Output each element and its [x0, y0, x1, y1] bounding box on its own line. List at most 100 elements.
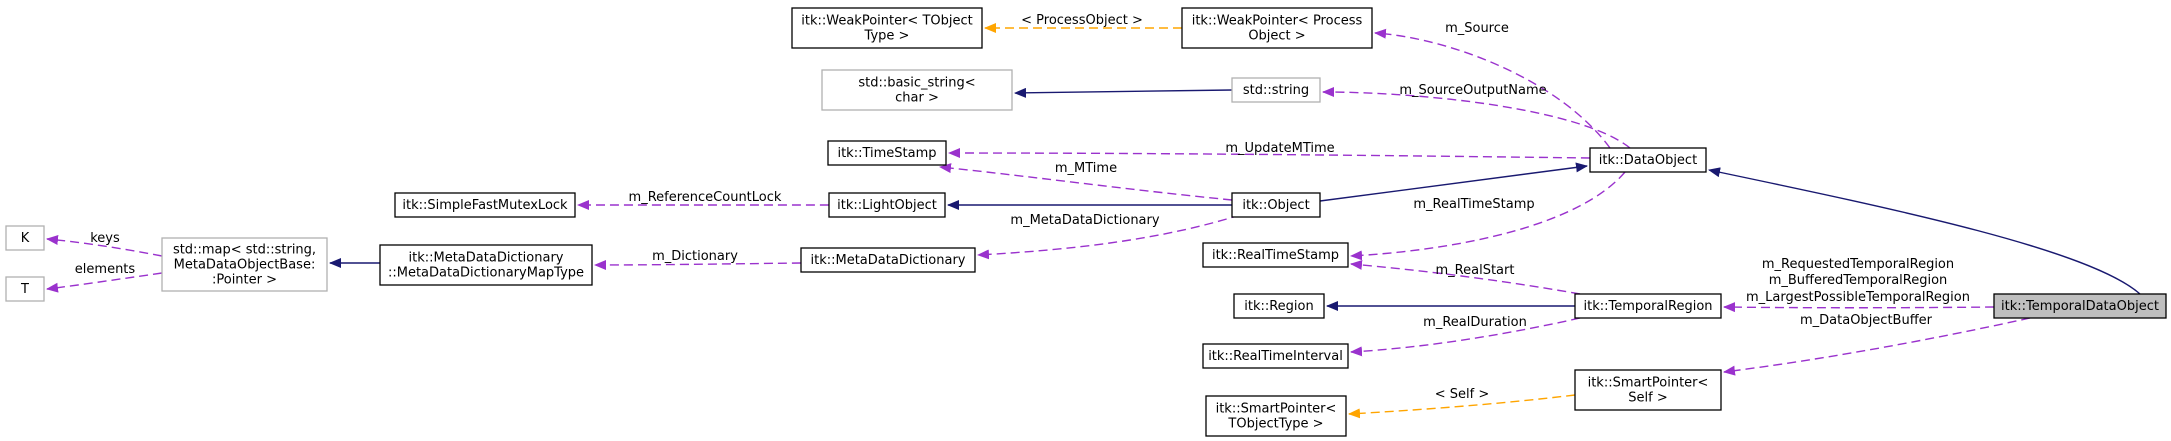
node-label: itk::TimeStamp — [837, 146, 936, 161]
node-label: MetaDataObjectBase: — [174, 258, 316, 273]
node-simplefastmutexlock[interactable]: itk::SimpleFastMutexLock — [394, 192, 576, 218]
node-t[interactable]: T — [5, 276, 45, 302]
node-box[interactable] — [1231, 192, 1321, 218]
node-box[interactable] — [1231, 77, 1321, 103]
node-std-map[interactable]: std::map< std::string,MetaDataObjectBase… — [161, 237, 328, 292]
node-box[interactable] — [1202, 343, 1349, 369]
edge-label: < Self > — [1435, 387, 1490, 402]
node-label: itk::TemporalDataObject — [2001, 299, 2159, 314]
edge-m-updatemtime-line — [948, 148, 1591, 159]
node-label: itk::MetaDataDictionary — [811, 253, 966, 268]
node-box[interactable] — [828, 192, 946, 218]
node-label: :Pointer > — [212, 273, 277, 288]
edge-keys-line — [46, 235, 163, 257]
edge-m-mtime-line — [939, 163, 1233, 201]
node-label: itk::Region — [1244, 299, 1314, 314]
node-label: itk::MetaDataDictionary — [409, 251, 564, 266]
edge-basic-string-line — [1014, 87, 1233, 98]
edge-label: elements — [75, 262, 136, 277]
node-weakptr-tobject[interactable]: itk::WeakPointer< TObjectType > — [791, 7, 983, 49]
edge-label: m_Dictionary — [652, 249, 738, 264]
edge-m-sourceoutputname: m_SourceOutputName — [1322, 83, 1631, 149]
node-box[interactable] — [827, 140, 947, 166]
node-smartptr-tobjecttype[interactable]: itk::SmartPointer<TObjectType > — [1205, 395, 1347, 437]
edge-label: m_Source — [1445, 21, 1509, 36]
node-label: itk::SmartPointer< — [1216, 402, 1337, 417]
edge-processobject: < ProcessObject > — [984, 13, 1182, 33]
node-realtimestamp[interactable]: itk::RealTimeStamp — [1202, 242, 1349, 268]
node-box[interactable] — [379, 244, 593, 286]
node-label: itk::WeakPointer< TObject — [801, 14, 973, 29]
node-box[interactable] — [5, 276, 45, 302]
node-box[interactable] — [821, 69, 1013, 111]
node-label: TObjectType > — [1227, 417, 1323, 432]
edge-object-dataobject — [1319, 162, 1588, 202]
edge-m-mtime: m_MTime — [939, 161, 1233, 201]
node-box[interactable] — [1589, 147, 1707, 173]
node-smartptr-self[interactable]: itk::SmartPointer<Self > — [1574, 369, 1722, 411]
node-k[interactable]: K — [5, 225, 45, 251]
edge-m-metadatadictionary: m_MetaDataDictionary — [977, 213, 1241, 260]
edge-elements-line — [46, 272, 163, 293]
node-temporaldataobject[interactable]: itk::TemporalDataObject — [1993, 293, 2167, 319]
node-lightobject[interactable]: itk::LightObject — [828, 192, 946, 218]
node-label: itk::RealTimeInterval — [1208, 349, 1343, 364]
node-label: itk::Object — [1242, 198, 1309, 213]
node-region[interactable]: itk::Region — [1233, 293, 1325, 319]
node-metadatadictionary-maptype[interactable]: itk::MetaDataDictionary::MetaDataDiction… — [379, 244, 593, 286]
node-box[interactable] — [1205, 395, 1347, 437]
edge-m-realstart: m_RealStart — [1350, 259, 1581, 295]
edge-label: m_LargestPossibleTemporalRegion — [1746, 290, 1970, 305]
node-box[interactable] — [1574, 293, 1722, 319]
node-label: itk::SimpleFastMutexLock — [402, 198, 568, 213]
edge-label: m_MTime — [1055, 161, 1117, 176]
node-box[interactable] — [394, 192, 576, 218]
node-dataobject[interactable]: itk::DataObject — [1589, 147, 1707, 173]
edge-m-realduration-line — [1350, 317, 1581, 357]
edge-dataobject-temporaldataobject-line — [1708, 167, 2141, 295]
node-object[interactable]: itk::Object — [1231, 192, 1321, 218]
edge-dataobject-temporaldataobject — [1708, 167, 2141, 295]
node-weakptr-processobject[interactable]: itk::WeakPointer< ProcessObject > — [1181, 7, 1373, 49]
edge-elements: elements — [46, 262, 163, 293]
edge-m-realstart-line — [1350, 259, 1581, 295]
edge-m-dictionary-line — [594, 259, 802, 270]
edge-m-realduration: m_RealDuration — [1350, 315, 1581, 357]
edge-self: < Self > — [1348, 387, 1576, 419]
node-box[interactable] — [1202, 242, 1349, 268]
node-label: ::MetaDataDictionaryMapType — [388, 266, 584, 281]
edge-label: m_SourceOutputName — [1399, 83, 1546, 98]
node-basic-string[interactable]: std::basic_string<char > — [821, 69, 1013, 111]
edge-basic-string — [1014, 87, 1233, 98]
edge-m-metadatadictionary-line — [977, 214, 1241, 260]
node-label: itk::TemporalRegion — [1583, 299, 1712, 314]
edge-m-dictionary: m_Dictionary — [594, 249, 802, 270]
node-box[interactable] — [5, 225, 45, 251]
node-label: Object > — [1248, 29, 1305, 44]
edge-label: keys — [90, 231, 120, 246]
node-timestamp[interactable]: itk::TimeStamp — [827, 140, 947, 166]
edge-label: m_RealTimeStamp — [1413, 197, 1534, 212]
node-label: std::basic_string< — [858, 76, 975, 91]
node-temporalregion[interactable]: itk::TemporalRegion — [1574, 293, 1722, 319]
node-box[interactable] — [1574, 369, 1722, 411]
node-realtimeinterval[interactable]: itk::RealTimeInterval — [1202, 343, 1349, 369]
node-metadatadictionary[interactable]: itk::MetaDataDictionary — [800, 247, 976, 273]
node-box[interactable] — [791, 7, 983, 49]
node-box[interactable] — [1993, 293, 2167, 319]
node-box[interactable] — [1233, 293, 1325, 319]
edge-label: < ProcessObject > — [1021, 13, 1143, 28]
edge-m-dataobjectbuffer: m_DataObjectBuffer — [1723, 313, 2031, 376]
node-box[interactable] — [800, 247, 976, 273]
edge-m-realtimestamp-line — [1350, 171, 1626, 261]
node-std-string[interactable]: std::string — [1231, 77, 1321, 103]
edge-label: m_RequestedTemporalRegion — [1762, 257, 1954, 272]
node-label: itk::RealTimeStamp — [1212, 248, 1339, 263]
node-box[interactable] — [1181, 7, 1373, 49]
edge-label: m_RealStart — [1436, 263, 1515, 278]
node-label: itk::WeakPointer< Process — [1192, 14, 1363, 29]
edge-m-dataobjectbuffer-line — [1723, 317, 2031, 376]
edge-label: m_ReferenceCountLock — [629, 190, 782, 205]
node-box[interactable] — [161, 237, 328, 292]
